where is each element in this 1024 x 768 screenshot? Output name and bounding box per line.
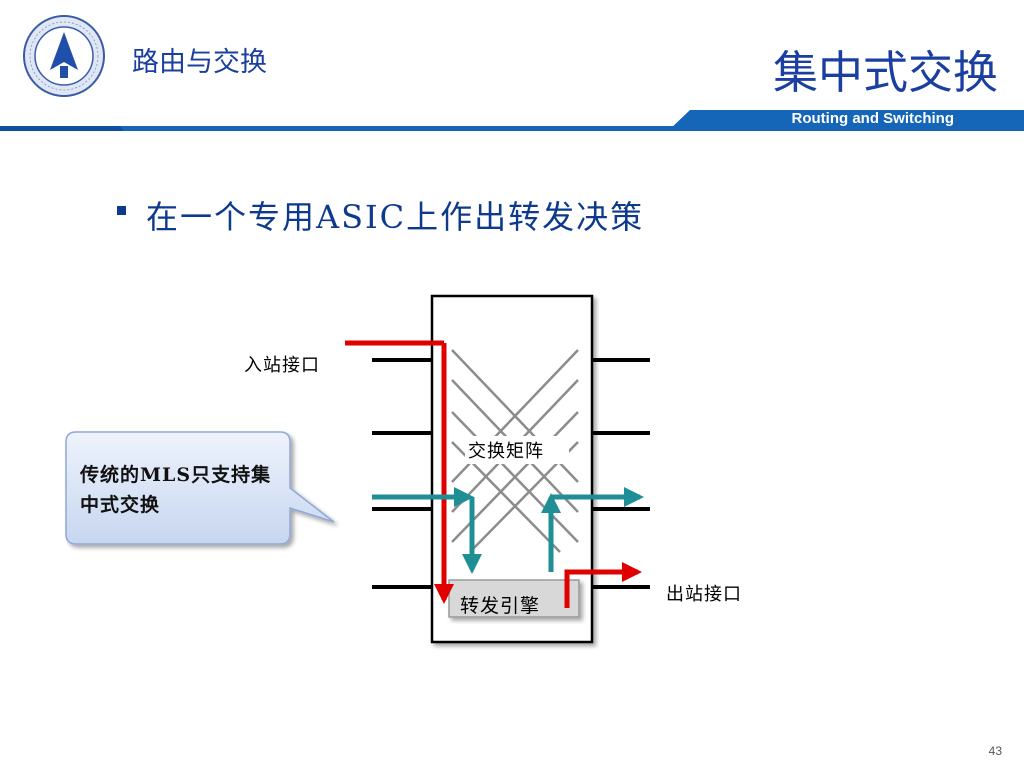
band-text: Routing and Switching (791, 110, 954, 127)
bullet-text: 在一个专用ASIC上作出转发决策 (146, 198, 645, 236)
egress-arrow (564, 562, 642, 608)
teal-in-arrow (372, 487, 482, 574)
callout-text: 传统的MLS只支持集中式交换 (80, 464, 272, 516)
egress-interface-label: 出站接口 (666, 584, 742, 605)
forwarding-engine-label: 转发引擎 (460, 595, 541, 617)
forwarding-engine-box (448, 579, 580, 618)
university-logo-icon (22, 14, 106, 98)
ingress-interface-label: 入站接口 (244, 355, 320, 376)
page-number: 43 (988, 744, 1002, 758)
slide-title: 集中式交换 (772, 46, 998, 99)
right-ports (592, 358, 650, 589)
course-subtitle: 路由与交换 (132, 47, 267, 78)
ingress-arrow (345, 340, 454, 604)
switching-matrix-label: 交换矩阵 (468, 441, 544, 462)
left-ports (372, 358, 432, 589)
callout-bubble (65, 431, 335, 545)
teal-out-arrow (541, 487, 644, 572)
bullet-square-icon (117, 206, 126, 215)
header-band (0, 108, 1024, 136)
